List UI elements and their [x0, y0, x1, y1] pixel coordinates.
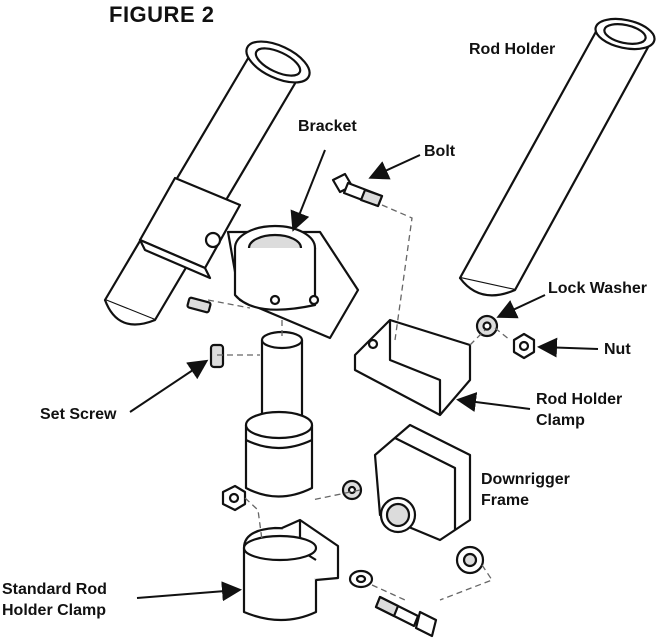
label-nut: Nut [604, 341, 631, 358]
bracket [226, 224, 360, 340]
standard-rod-holder-clamp [242, 518, 340, 622]
label-set-screw: Set Screw [40, 406, 117, 423]
label-standard-clamp-2: Holder Clamp [2, 602, 107, 619]
label-downrigger-frame-1: Downrigger [481, 471, 570, 488]
assembly-dashed-lines [207, 204, 511, 601]
downrigger-frame [373, 423, 485, 575]
rod-holder-clamp-arrow [456, 392, 531, 412]
bolt-upper [331, 172, 384, 208]
lock-washer-arrow [496, 294, 546, 319]
washer-lower [348, 569, 374, 589]
set-screw-arrow [129, 359, 209, 413]
label-rod-holder: Rod Holder [469, 41, 556, 58]
lock-washer [475, 314, 499, 338]
set-screw [209, 343, 225, 369]
label-bracket: Bracket [298, 118, 357, 135]
label-downrigger-frame-2: Frame [481, 492, 530, 509]
label-arrows [129, 149, 599, 602]
right-rod-holder-tube [458, 17, 656, 297]
bolt-arrow [368, 154, 421, 180]
left-tube-clamp-band [138, 176, 242, 280]
bracket-set-screw [186, 296, 212, 314]
post-shaft [244, 330, 314, 498]
bolt-lower [374, 595, 438, 638]
label-rod-holder-clamp-2: Clamp [536, 412, 585, 429]
standard-clamp-nut [221, 484, 247, 512]
rod-holder-clamp [353, 318, 472, 417]
nut [512, 332, 536, 360]
bracket-arrow [290, 149, 326, 232]
label-rod-holder-clamp-1: Rod Holder [536, 391, 623, 408]
downrigger-lock-washer [341, 479, 363, 501]
nut-arrow [537, 337, 599, 358]
label-bolt: Bolt [424, 143, 456, 160]
figure-title: FIGURE 2 [109, 2, 215, 27]
label-lock-washer: Lock Washer [548, 280, 647, 297]
label-standard-clamp-1: Standard Rod [2, 581, 107, 598]
standard-clamp-arrow [136, 581, 242, 602]
